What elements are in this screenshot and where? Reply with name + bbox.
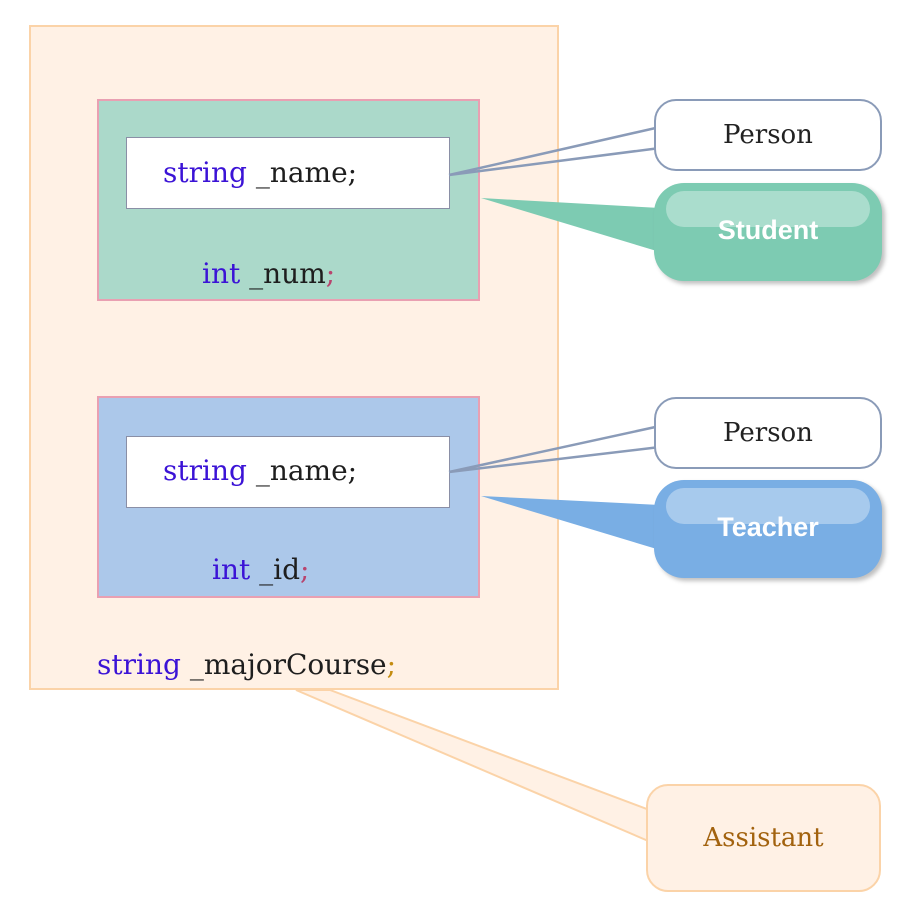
student-name-member: string _name; xyxy=(163,159,357,187)
member-identifier: _id xyxy=(250,553,301,586)
assistant-callout: Assistant xyxy=(646,784,881,892)
person-callout-student: Person xyxy=(654,99,882,171)
student-pointer xyxy=(481,198,660,252)
type-keyword: string xyxy=(163,454,247,487)
teacher-callout-label: Teacher xyxy=(717,511,819,542)
type-keyword: string xyxy=(163,156,247,189)
type-keyword: int xyxy=(212,553,251,586)
student-callout-label: Student xyxy=(717,214,819,245)
assistant-major-course-member: string _majorCourse; xyxy=(97,651,396,679)
person-callout-teacher: Person xyxy=(654,397,882,469)
person-callout-label: Person xyxy=(723,120,813,150)
teacher-pointer xyxy=(481,496,660,550)
person-pointer-1 xyxy=(448,125,662,177)
student-num-member: int _num; xyxy=(202,260,335,288)
semicolon: ; xyxy=(386,648,397,681)
member-identifier: _majorCourse xyxy=(180,648,387,681)
member-identifier: _num xyxy=(240,257,326,290)
teacher-callout: Teacher xyxy=(654,480,882,578)
student-callout: Student xyxy=(654,183,882,281)
type-keyword: int xyxy=(202,257,241,290)
member-identifier: _name xyxy=(246,156,348,189)
person-callout-label: Person xyxy=(723,418,813,448)
student-person-subobject-box xyxy=(126,137,450,209)
semicolon: ; xyxy=(325,257,336,290)
type-keyword: string xyxy=(97,648,181,681)
semicolon: ; xyxy=(347,156,358,189)
assistant-callout-label: Assistant xyxy=(703,823,824,853)
teacher-name-member: string _name; xyxy=(163,457,357,485)
semicolon: ; xyxy=(300,553,310,586)
teacher-id-member: int _id; xyxy=(212,556,309,584)
semicolon: ; xyxy=(347,454,358,487)
member-identifier: _name xyxy=(246,454,348,487)
person-pointer-2 xyxy=(448,424,662,474)
